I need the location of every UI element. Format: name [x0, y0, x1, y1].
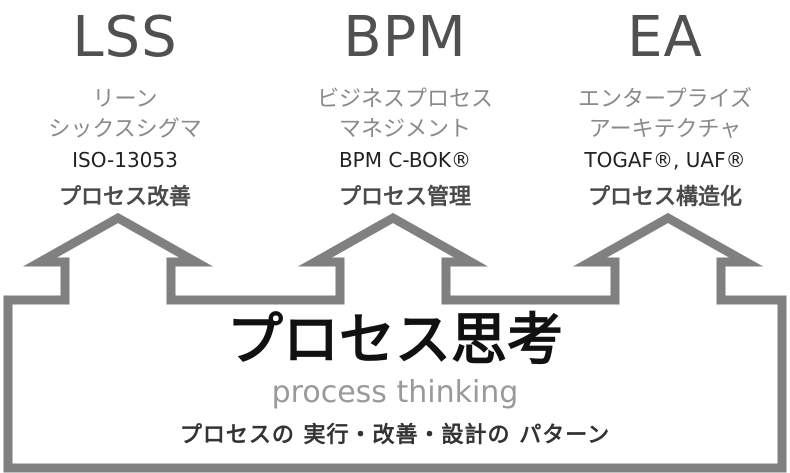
ea-standard: TOGAF®, UAF®	[584, 148, 746, 172]
lss-name-line1: リーン	[92, 87, 158, 112]
ea-name-line2: アーキテクチャ	[588, 117, 742, 142]
bpm-focus: プロセス管理	[338, 185, 471, 210]
lss-focus: プロセス改善	[58, 185, 191, 210]
base-title: プロセス思考	[227, 308, 563, 373]
base-outline	[3, 212, 787, 473]
bpm-abbreviation: BPM	[343, 5, 467, 70]
bpm-name-line1: ビジネスプロセス	[316, 87, 493, 112]
lss-abbreviation: LSS	[72, 5, 178, 70]
ea-focus: プロセス構造化	[587, 185, 742, 210]
base-description: プロセスの 実行・改善・設計の パターン	[179, 423, 611, 448]
ea-abbreviation: EA	[627, 5, 703, 70]
bpm-standard: BPM C-BOK®	[338, 148, 472, 172]
lss-standard: ISO-13053	[72, 148, 178, 172]
lss-name-line2: シックスシグマ	[48, 117, 202, 142]
ea-name-line1: エンタープライズ	[577, 87, 753, 112]
base-subtitle: process thinking	[271, 375, 519, 410]
bpm-name-line2: マネジメント	[338, 117, 471, 142]
